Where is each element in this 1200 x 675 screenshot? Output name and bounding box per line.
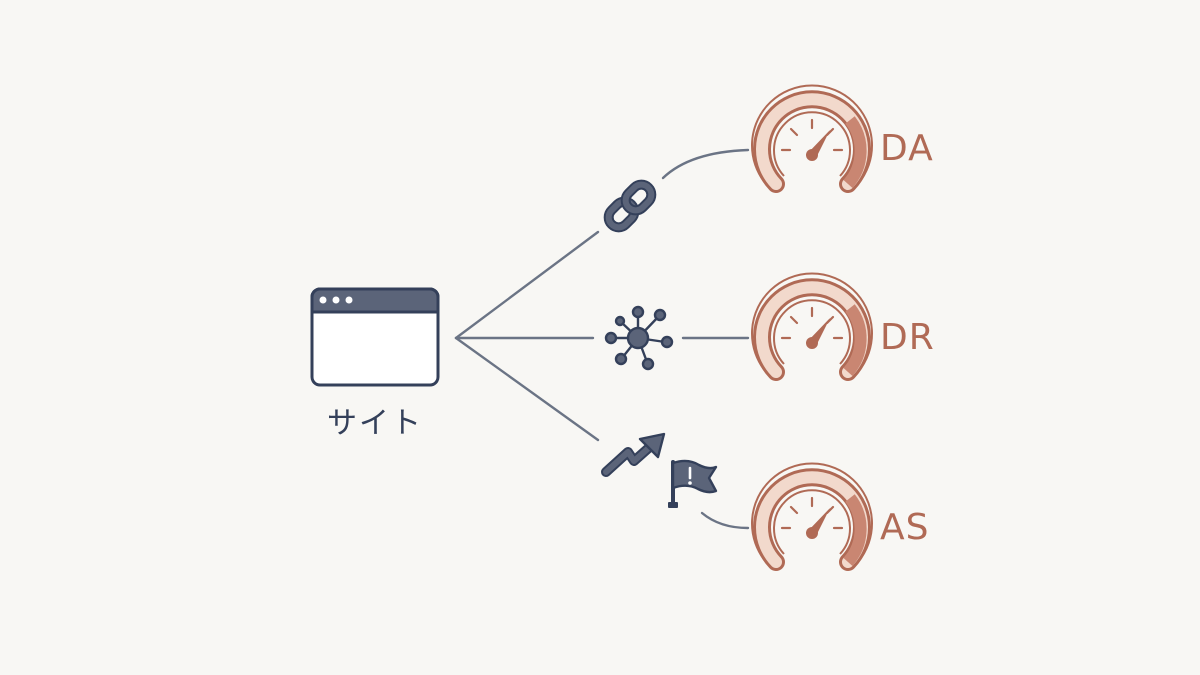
connector-lines — [454, 148, 750, 530]
chain-link-icon — [603, 179, 657, 233]
warning-flag-icon — [668, 459, 718, 508]
network-hub-icon — [604, 305, 674, 371]
line-to-trend — [454, 336, 600, 442]
speedometer-gauge-icon-da — [752, 85, 872, 184]
site-label: サイト — [327, 406, 423, 441]
line-flag-to-as — [700, 511, 750, 530]
trend-up-arrow-icon — [601, 432, 666, 477]
metric-label-as: AS — [880, 507, 930, 548]
speedometer-gauge-icon-as — [752, 463, 872, 562]
browser-window-icon — [310, 287, 440, 387]
metric-label-da: DA — [880, 128, 934, 169]
line-to-link — [454, 230, 600, 340]
speedometer-gauge-icon-dr — [752, 273, 872, 372]
metric-label-dr: DR — [880, 317, 935, 358]
line-link-to-da — [661, 148, 750, 180]
